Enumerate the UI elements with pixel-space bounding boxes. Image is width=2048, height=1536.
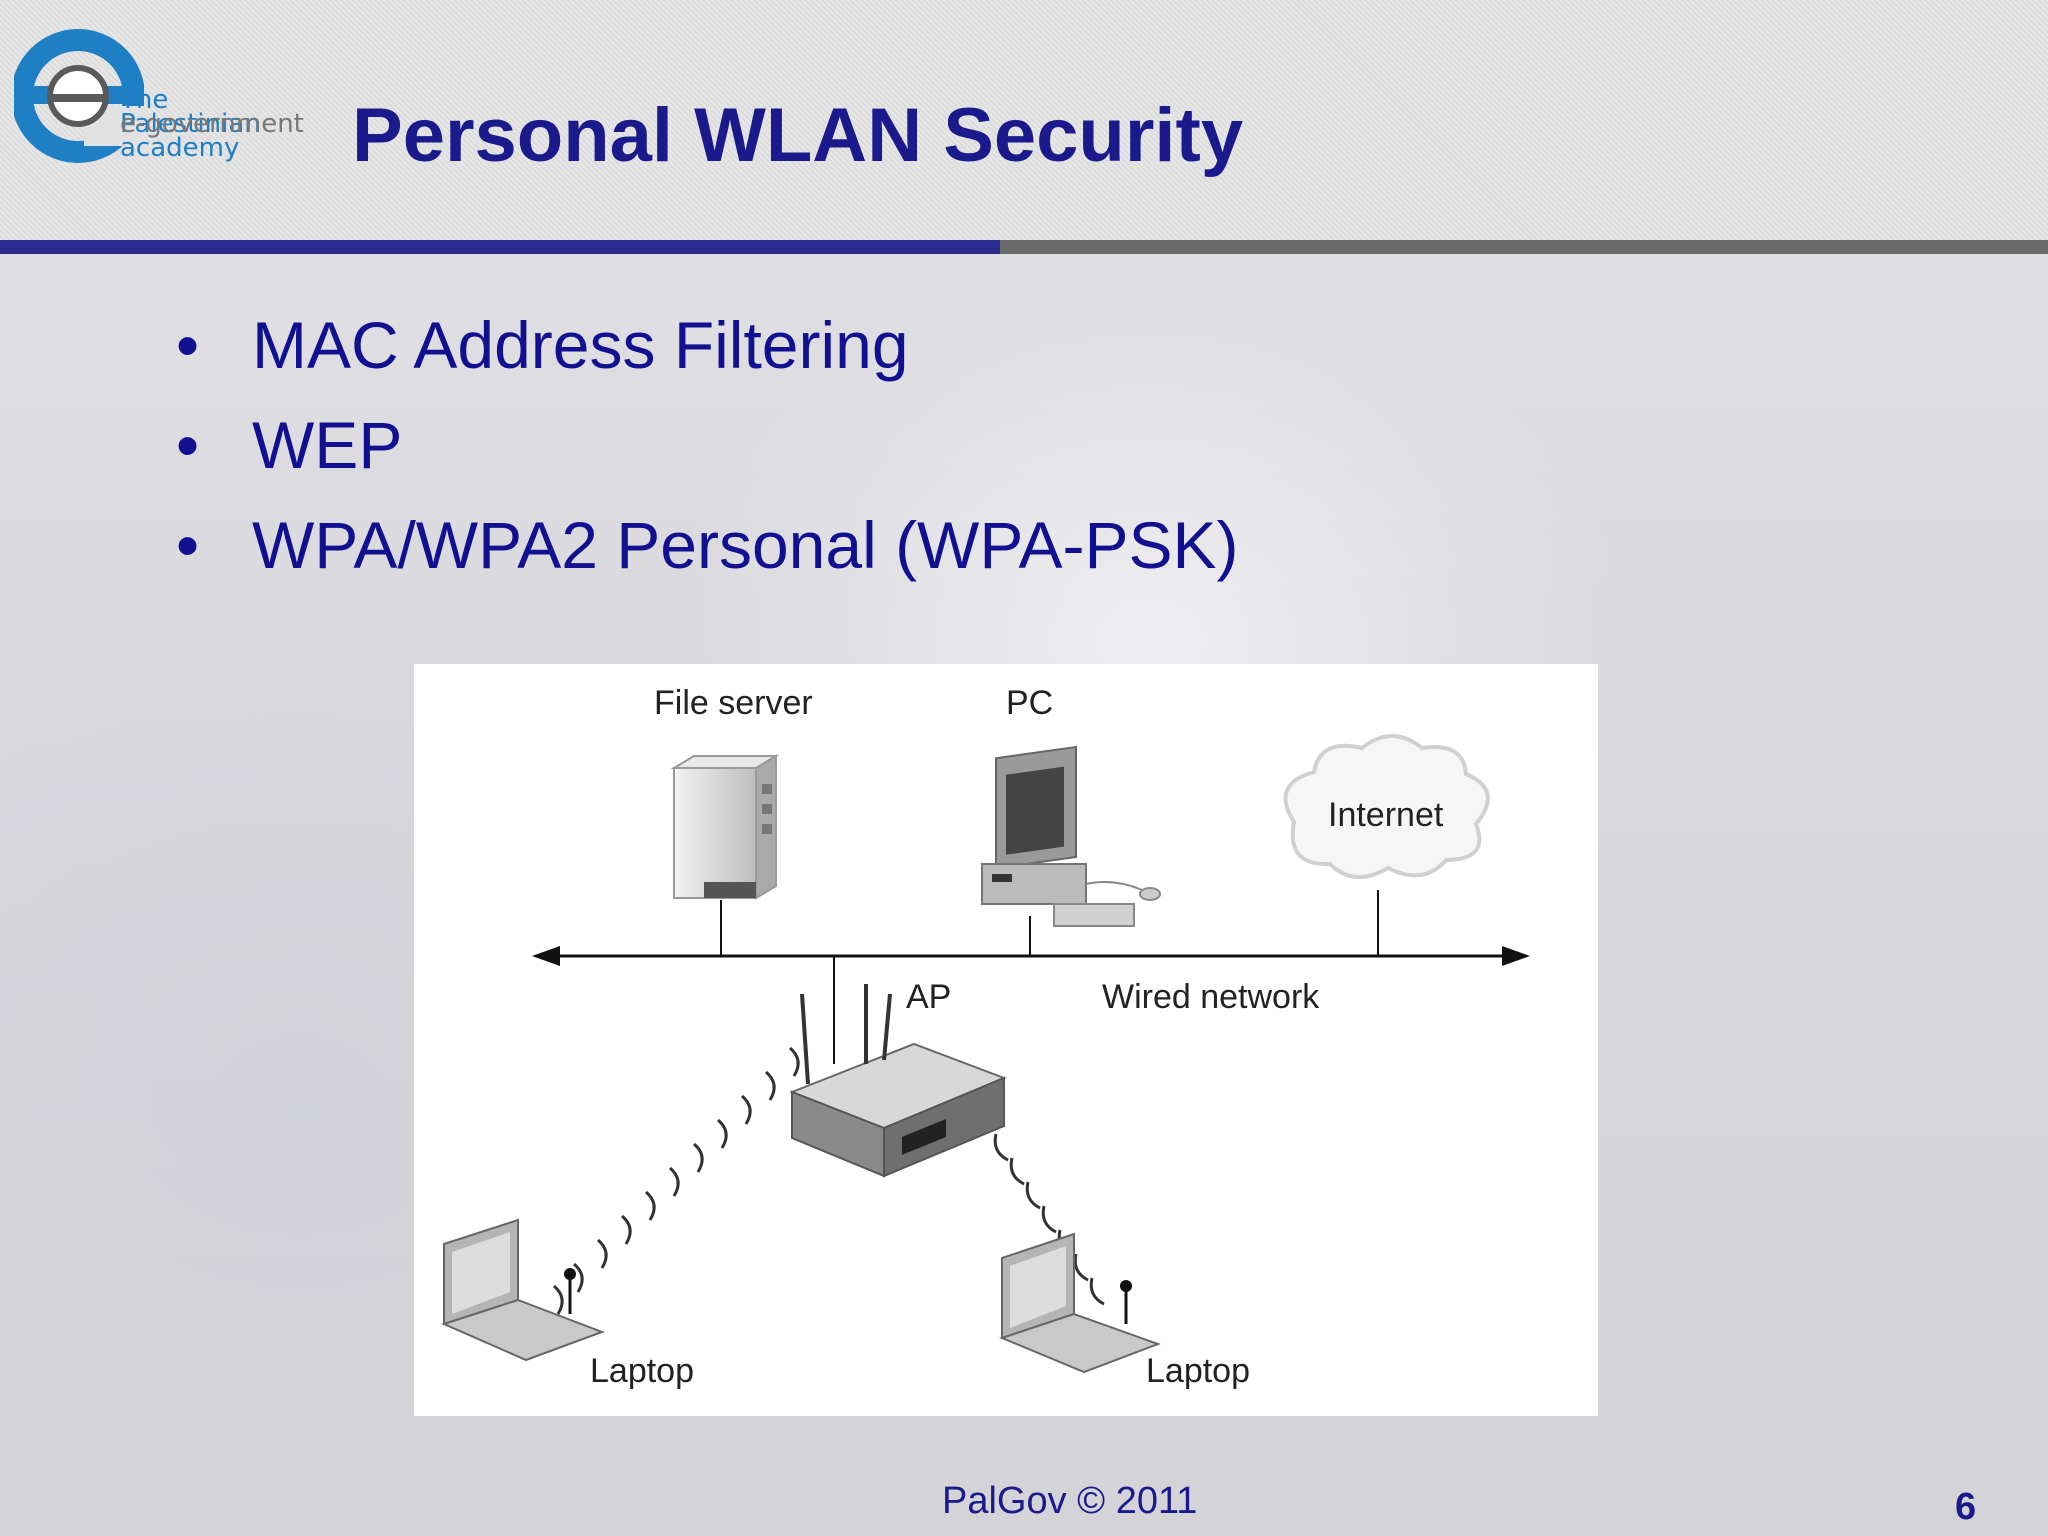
laptop-left-label: Laptop [590, 1352, 694, 1390]
logo-line-2: e-government [120, 109, 304, 139]
logo-line-1: The Palestinian [120, 85, 261, 139]
bullet-dot: • [176, 508, 200, 582]
wired-network-label: Wired network [1102, 978, 1320, 1016]
file-server-label: File server [654, 684, 813, 722]
bullet-text: WPA/WPA2 Personal (WPA-PSK) [252, 508, 1239, 582]
palgov-logo: The Palestinian e-government academy [11, 18, 314, 168]
palgov-e-icon [11, 29, 145, 163]
logo-line-3: academy [120, 133, 240, 163]
internet-label: Internet [1328, 796, 1444, 834]
laptop-right-label: Laptop [1146, 1352, 1250, 1390]
footer-copyright: PalGov © 2011 [942, 1480, 1198, 1522]
header-rule-gray [1000, 240, 2048, 254]
slide-title: Personal WLAN Security [352, 93, 1244, 178]
laptop-right-icon [999, 1232, 1161, 1374]
bullet-item: • WPA/WPA2 Personal (WPA-PSK) [170, 500, 1239, 600]
bullet-dot: • [176, 408, 200, 482]
wireless-signal-left [552, 1046, 800, 1315]
access-point-icon [789, 984, 1007, 1178]
header-rule-blue [0, 240, 1000, 254]
page-number: 6 [1955, 1486, 1977, 1528]
internet-cloud-icon [1283, 734, 1490, 880]
pc-label: PC [1006, 684, 1054, 722]
ap-label: AP [906, 978, 952, 1016]
file-server-icon [670, 754, 780, 900]
pc-icon [981, 745, 1161, 927]
bullet-item: • MAC Address Filtering [170, 300, 1239, 400]
bullet-list: • MAC Address Filtering • WEP • WPA/WPA2 Pe… [170, 300, 1239, 600]
slide-header [0, 0, 2048, 240]
network-diagram: File server PC Internet AP Wired network… [414, 664, 1598, 1416]
bullet-dot: • [176, 308, 200, 382]
diagram-drawing [441, 734, 1530, 1374]
bullet-item: • WEP [170, 400, 1239, 500]
laptop-left-icon [441, 1218, 605, 1362]
bullet-text: WEP [252, 408, 403, 482]
wired-network-line [532, 946, 1530, 966]
bullet-text: MAC Address Filtering [252, 308, 909, 382]
